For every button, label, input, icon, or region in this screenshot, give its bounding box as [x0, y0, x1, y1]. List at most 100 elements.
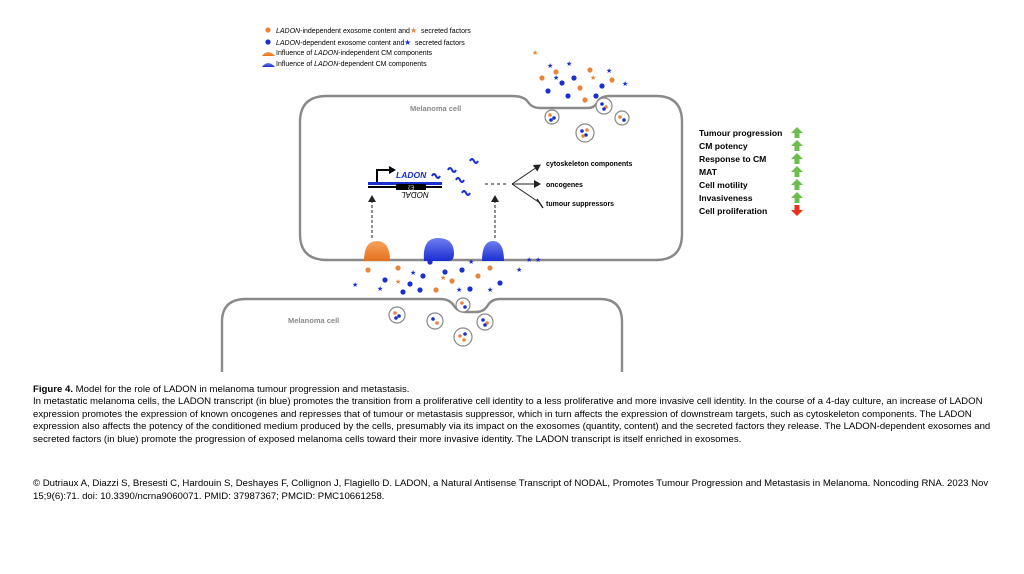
arrow-to-cytoskeleton: [511, 164, 541, 185]
dependent-factor-star: ★: [410, 269, 416, 277]
figure-caption: Figure 4. Model for the role of LADON in…: [33, 384, 993, 446]
dependent-exosome-dot: [549, 118, 553, 122]
independent-exosome-dot: [618, 115, 622, 119]
dependent-factor-star: ★: [622, 80, 628, 88]
legend-2-italic: LADON: [276, 40, 301, 47]
independent-exosome-dot: [393, 311, 397, 315]
ladon-gene-label: LADON: [396, 170, 427, 180]
dependent-factor-star: ★: [516, 266, 522, 274]
dependent-exosome-dot: [459, 267, 465, 273]
independent-factor-star: ★: [532, 49, 538, 57]
dependent-exosome-dot: [545, 88, 551, 94]
inhibit-line: [511, 183, 541, 204]
legend-1-italic: LADON: [276, 28, 301, 35]
outcome-label: Tumour progression: [699, 128, 782, 138]
independent-exosome-dot: [587, 67, 593, 73]
independent-exosome-dot: [460, 301, 464, 305]
exon-label: E2: [408, 184, 414, 190]
transcript-icon: [455, 177, 465, 183]
independent-exosome-dot: [487, 265, 493, 271]
bottom-cell-membrane: [220, 297, 624, 372]
exosome-vesicle: [476, 313, 494, 331]
svg-text:LADON-independent exosome cont: LADON-independent exosome content and: [276, 28, 410, 35]
secreted-particles: ★★★★★★★★★★★★★★★★★★: [352, 49, 630, 347]
ladon-transcripts: [431, 158, 479, 196]
downstream-targets: cytoskeleton components oncogenes tumour…: [485, 161, 632, 209]
legend-2-text: -dependent exosome content and: [300, 40, 404, 47]
dependent-factor-star: ★: [456, 286, 462, 294]
transcript-icon: [469, 158, 479, 164]
dependent-exosome-dot: [552, 116, 556, 120]
independent-factor-star: ★: [395, 278, 401, 286]
dependent-exosome-dot: [580, 129, 584, 133]
legend-4-italic: LADON: [314, 61, 339, 68]
dependent-exosome-dot: [622, 118, 626, 122]
legend-3-text: Influence of: [276, 50, 314, 57]
transcript-icon: [447, 167, 457, 173]
outcome-label: Invasiveness: [699, 193, 753, 203]
exosome-vesicle: [453, 327, 473, 347]
dependent-exosome-dot: [600, 102, 604, 106]
transcript-icon: [431, 173, 441, 179]
dependent-exosome-dot: [463, 332, 467, 336]
outcome-label: MAT: [699, 167, 718, 177]
outcome-label: CM potency: [699, 141, 748, 151]
promoter-arrowhead-icon: [389, 166, 396, 174]
dependent-factor-star: ★: [547, 62, 553, 70]
dependent-exosome-dot: [431, 317, 435, 321]
dependent-exosome-dot: [467, 286, 473, 292]
dependent-exosome-dot: [420, 273, 426, 279]
blue-dot-icon: [265, 39, 271, 45]
dependent-receptor: [482, 241, 504, 261]
up-arrow-icon: [791, 179, 803, 190]
independent-exosome-dot: [458, 334, 462, 338]
exon-box: [396, 184, 426, 190]
independent-exosome-dot: [585, 128, 589, 132]
figure-canvas: LADON-independent exosome content and ★ …: [220, 26, 803, 372]
ladon-strand: [368, 182, 442, 185]
legend-4-suffix: -dependent CM components: [338, 61, 427, 68]
target-oncogenes: oncogenes: [546, 182, 583, 189]
independent-exosome-dot: [577, 85, 583, 91]
dependent-exosome-dot: [397, 314, 401, 318]
dependent-factor-star: ★: [468, 258, 474, 266]
blue-star-icon: ★: [404, 38, 411, 47]
orange-star-icon: ★: [410, 26, 417, 35]
independent-exosome-dot: [609, 77, 615, 83]
model-figure: LADON-independent exosome content and ★ …: [220, 26, 803, 372]
up-arrow-icon: [791, 166, 803, 177]
exosome-vesicle: [544, 109, 560, 125]
independent-exosome-dot: [449, 278, 455, 284]
outcome-label: Response to CM: [699, 154, 766, 164]
independent-exosome-dot: [582, 97, 588, 103]
down-arrow-icon: [791, 205, 803, 216]
caption-figure-label: Figure 4.: [33, 384, 73, 395]
dependent-factor-star: ★: [535, 256, 541, 264]
dependent-exosome-dot: [394, 316, 398, 320]
inhibit-bar-icon: [536, 198, 544, 209]
up-arrow-icon: [791, 192, 803, 203]
independent-receptor: [364, 241, 390, 261]
dependent-exosome-dot: [599, 83, 605, 89]
dependent-exosome-dot: [559, 80, 565, 86]
nodal-antisense-label: NODAL: [401, 190, 429, 199]
promoter-arrow-icon: [376, 169, 391, 183]
dependent-receptor: [423, 238, 454, 261]
exosome-vesicle: [614, 110, 630, 126]
independent-exosome-dot: [553, 69, 559, 75]
independent-exosome-dot: [548, 113, 552, 117]
dependent-factor-star: ★: [352, 281, 358, 289]
target-tumour-suppressors: tumour suppressors: [546, 201, 614, 208]
legend: LADON-independent exosome content and ★ …: [262, 26, 471, 68]
dependent-exosome-dot: [463, 305, 467, 309]
outcome-label: Cell motility: [699, 180, 748, 190]
orange-receptor-icon: [262, 52, 275, 56]
legend-4-text: Influence of: [276, 61, 314, 68]
svg-text:LADON-dependent exosome conten: LADON-dependent exosome content and: [276, 40, 405, 47]
legend-3-italic: LADON: [314, 50, 339, 57]
dependent-factor-star: ★: [566, 60, 572, 68]
dependent-exosome-dot: [481, 318, 485, 322]
exosome-vesicle: [426, 312, 444, 330]
legend-3-suffix: -independent CM components: [338, 50, 432, 57]
